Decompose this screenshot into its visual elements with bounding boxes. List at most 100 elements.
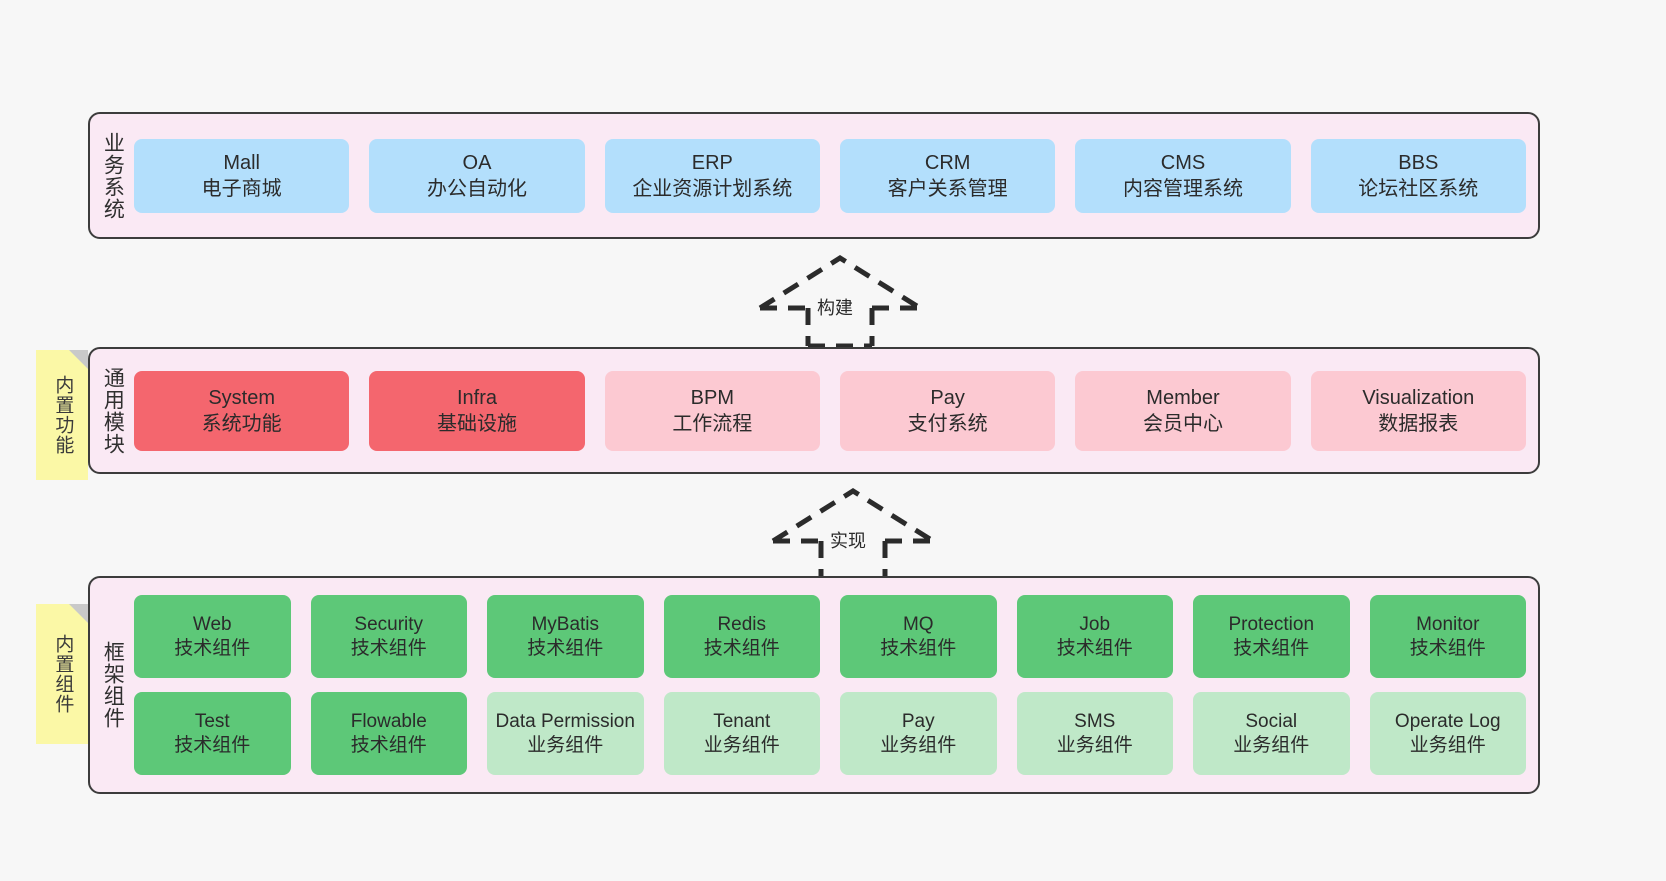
business-card-bbs[interactable]: BBS 论坛社区系统 <box>1310 138 1526 213</box>
card-desc: 技术组件 <box>350 637 427 659</box>
sticky-note-builtin-components: 内置组件 <box>36 604 88 744</box>
card-name: SMS <box>1074 710 1116 732</box>
framework-card-tenant[interactable]: Tenant 业务组件 <box>663 692 820 775</box>
sticky-note-label: 内置功能 <box>52 375 74 455</box>
card-name: Redis <box>717 613 767 635</box>
arrow-implement-label: 实现 <box>830 531 866 551</box>
module-card-bpm[interactable]: BPM 工作流程 <box>604 370 820 451</box>
business-card-row: Mall 电子商城 OA 办公自动化 ERP 企业资源计划系统 CRM 客户关系… <box>134 138 1526 213</box>
module-card-visualization[interactable]: Visualization 数据报表 <box>1310 370 1526 451</box>
sticky-fold-icon <box>69 604 88 623</box>
business-card-cms[interactable]: CMS 内容管理系统 <box>1075 138 1291 213</box>
layer-body-modules: System 系统功能 Infra 基础设施 BPM 工作流程 Pay 支付系统… <box>134 349 1538 472</box>
card-name: Data Permission <box>495 710 635 732</box>
card-name: BPM <box>690 386 734 409</box>
framework-card-protection[interactable]: Protection 技术组件 <box>1193 595 1350 678</box>
framework-card-sms[interactable]: SMS 业务组件 <box>1016 692 1173 775</box>
card-desc: 技术组件 <box>703 637 780 659</box>
card-desc: 技术组件 <box>1233 637 1310 659</box>
business-card-erp[interactable]: ERP 企业资源计划系统 <box>604 138 820 213</box>
framework-card-pay[interactable]: Pay 业务组件 <box>840 692 997 775</box>
card-name: CRM <box>924 151 971 174</box>
card-name: Protection <box>1228 613 1315 635</box>
card-desc: 业务组件 <box>1056 734 1133 756</box>
layer-title-modules: 通用模块 <box>101 366 125 455</box>
card-name: CMS <box>1160 151 1206 174</box>
card-name: Tenant <box>713 710 771 732</box>
framework-card-job[interactable]: Job 技术组件 <box>1016 595 1173 678</box>
framework-card-social[interactable]: Social 业务组件 <box>1193 692 1350 775</box>
card-desc: 技术组件 <box>174 637 251 659</box>
card-name: Social <box>1245 710 1298 732</box>
framework-card-data-permission[interactable]: Data Permission 业务组件 <box>487 692 644 775</box>
framework-card-mybatis[interactable]: MyBatis 技术组件 <box>487 595 644 678</box>
card-name: Mall <box>223 151 260 174</box>
card-desc: 基础设施 <box>436 412 517 435</box>
arrow-implement: 实现 <box>768 486 938 581</box>
business-card-oa[interactable]: OA 办公自动化 <box>369 138 585 213</box>
card-desc: 技术组件 <box>350 734 427 756</box>
arrow-build-label: 构建 <box>817 298 853 318</box>
framework-card-row-1: Web 技术组件 Security 技术组件 MyBatis 技术组件 Redi… <box>134 595 1526 678</box>
sticky-note-builtin-functions: 内置功能 <box>36 350 88 480</box>
card-desc: 论坛社区系统 <box>1358 177 1479 200</box>
layer-title-business: 业务系统 <box>101 131 125 220</box>
framework-card-security[interactable]: Security 技术组件 <box>310 595 467 678</box>
framework-card-operate-log[interactable]: Operate Log 业务组件 <box>1369 692 1526 775</box>
modules-card-row: System 系统功能 Infra 基础设施 BPM 工作流程 Pay 支付系统… <box>134 370 1526 451</box>
framework-card-row-2: Test 技术组件 Flowable 技术组件 Data Permission … <box>134 692 1526 775</box>
card-desc: 系统功能 <box>201 412 282 435</box>
framework-card-flowable[interactable]: Flowable 技术组件 <box>310 692 467 775</box>
layer-common-modules: 通用模块 System 系统功能 Infra 基础设施 BPM 工作流程 Pay… <box>88 347 1540 474</box>
card-name: Infra <box>456 386 497 409</box>
layer-framework-components: 框架组件 Web 技术组件 Security 技术组件 MyBatis 技术组件… <box>88 576 1540 794</box>
card-name: BBS <box>1398 151 1439 174</box>
card-desc: 技术组件 <box>880 637 957 659</box>
generalization-arrow-icon <box>758 255 922 348</box>
framework-card-redis[interactable]: Redis 技术组件 <box>663 595 820 678</box>
business-card-mall[interactable]: Mall 电子商城 <box>134 138 350 213</box>
card-desc: 业务组件 <box>703 734 780 756</box>
framework-card-web[interactable]: Web 技术组件 <box>134 595 291 678</box>
card-desc: 会员中心 <box>1142 412 1223 435</box>
card-desc: 技术组件 <box>174 734 251 756</box>
card-desc: 办公自动化 <box>426 177 527 200</box>
card-desc: 支付系统 <box>907 412 988 435</box>
card-desc: 客户关系管理 <box>887 177 1008 200</box>
card-name: ERP <box>691 151 733 174</box>
card-name: Pay <box>930 386 965 409</box>
card-name: Member <box>1146 386 1220 409</box>
business-card-crm[interactable]: CRM 客户关系管理 <box>839 138 1056 213</box>
framework-card-mq[interactable]: MQ 技术组件 <box>840 595 997 678</box>
sticky-fold-icon <box>69 350 88 369</box>
module-card-system[interactable]: System 系统功能 <box>134 370 350 451</box>
module-card-infra[interactable]: Infra 基础设施 <box>369 370 585 451</box>
card-name: Flowable <box>350 710 427 732</box>
card-desc: 工作流程 <box>672 412 753 435</box>
framework-card-test[interactable]: Test 技术组件 <box>134 692 291 775</box>
card-name: Operate Log <box>1394 710 1501 732</box>
card-desc: 技术组件 <box>527 637 604 659</box>
layer-body-framework: Web 技术组件 Security 技术组件 MyBatis 技术组件 Redi… <box>134 578 1538 792</box>
sticky-note-label: 内置组件 <box>52 634 74 714</box>
module-card-member[interactable]: Member 会员中心 <box>1075 370 1291 451</box>
card-name: Security <box>354 613 424 635</box>
card-name: Monitor <box>1416 613 1480 635</box>
card-desc: 业务组件 <box>527 734 604 756</box>
layer-business-systems: 业务系统 Mall 电子商城 OA 办公自动化 ERP 企业资源计划系统 CRM… <box>88 112 1540 239</box>
card-name: Test <box>194 710 230 732</box>
card-name: Pay <box>901 710 935 732</box>
card-name: System <box>208 386 275 409</box>
card-desc: 业务组件 <box>1409 734 1486 756</box>
card-name: Job <box>1079 613 1111 635</box>
card-name: MQ <box>902 613 934 635</box>
framework-card-monitor[interactable]: Monitor 技术组件 <box>1369 595 1526 678</box>
card-desc: 业务组件 <box>1233 734 1310 756</box>
card-name: Visualization <box>1362 386 1475 409</box>
layer-body-business: Mall 电子商城 OA 办公自动化 ERP 企业资源计划系统 CRM 客户关系… <box>134 114 1538 237</box>
card-desc: 业务组件 <box>880 734 957 756</box>
layer-title-framework: 框架组件 <box>101 641 125 729</box>
module-card-pay[interactable]: Pay 支付系统 <box>839 370 1056 451</box>
card-desc: 内容管理系统 <box>1122 177 1243 200</box>
